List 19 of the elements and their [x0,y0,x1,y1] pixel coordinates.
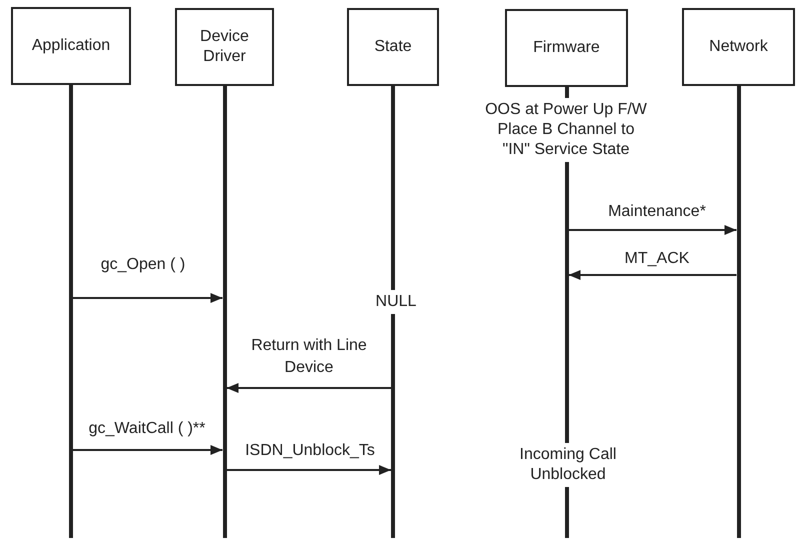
arrow [568,270,736,280]
arrow [73,293,222,303]
participant-name: Device Driver [199,27,250,67]
edge-label: MT_ACK [624,249,690,269]
edge-label: gc_WaitCall ( )** [88,419,206,439]
participant-name: Firmware [533,38,600,58]
arrow [73,445,222,455]
participant-name: Application [32,36,110,56]
arrow [226,465,391,475]
arrow [226,383,391,393]
arrow [568,225,736,235]
state-note: NULL [376,290,416,314]
edge-label: Maintenance* [608,202,706,222]
participant-name: State [374,37,412,57]
state-note: OOS at Power Up F/W Place B Channel to "IN" Service State [485,98,647,162]
edge-label: gc_Open ( ) [100,255,186,275]
edge-label: Return with Line Device [250,336,368,378]
edge-label: ISDN_Unblock_Ts [245,441,375,461]
participant-name: Network [709,37,768,57]
